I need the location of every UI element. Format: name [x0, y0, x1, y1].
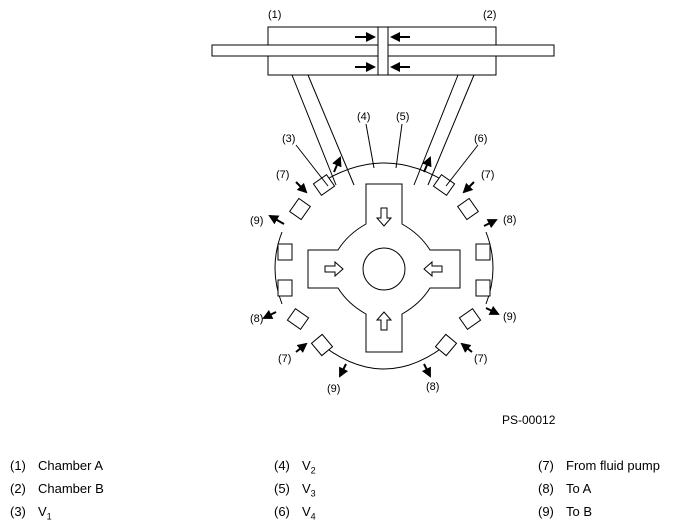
flow-arrows: [262, 156, 500, 378]
legend-item-1: (1)Chamber A: [10, 458, 104, 473]
valve-ports: [277, 173, 491, 357]
rotor-hub: [362, 247, 406, 291]
callout-9-bottom: (9): [327, 383, 340, 395]
rotor-flow-arrows: [324, 207, 443, 331]
callout-2: (2): [483, 9, 496, 21]
callout-6: (6): [474, 133, 487, 145]
callout-5: (5): [396, 111, 409, 123]
callout-9-left: (9): [250, 215, 263, 227]
rotary-valve-diagram: (1) (2) (3) (4) (5) (6) (7) (7) (9) (8) …: [211, 9, 555, 395]
valve-outer-body: [274, 162, 494, 370]
callout-3: (3): [282, 133, 295, 145]
callout-7-top-left: (7): [276, 169, 289, 181]
fluid-line-chamber-a: [291, 74, 355, 186]
callout-labels: (1) (2) (3) (4) (5) (6) (7) (7) (9) (8) …: [250, 9, 516, 395]
fluid-line-chamber-b: [413, 74, 475, 186]
legend-item-6: (6)V4: [274, 504, 316, 522]
figure-code: PS-00012: [502, 413, 556, 427]
legend-item-7: (7)From fluid pump: [538, 458, 660, 473]
callout-7-bottom-right: (7): [474, 353, 487, 365]
legend-item-3: (3)V1: [10, 504, 52, 522]
callout-9-right: (9): [503, 311, 516, 323]
piston-arrows: [355, 32, 410, 72]
callout-8-right: (8): [503, 214, 516, 226]
callout-8-left: (8): [250, 313, 263, 325]
legend-item-2: (2)Chamber B: [10, 481, 104, 496]
legend-item-5: (5)V3: [274, 481, 316, 499]
legend-item-4: (4)V2: [274, 458, 316, 476]
callout-leaders: [295, 123, 479, 187]
power-cylinder: [211, 26, 555, 76]
callout-1: (1): [268, 9, 281, 21]
legend-item-9: (9)To B: [538, 504, 593, 519]
legend-item-8: (8)To A: [538, 481, 592, 496]
legend: (1)Chamber A (2)Chamber B (3)V1 (4)V2 (5…: [0, 456, 673, 528]
callout-8-bottom: (8): [426, 381, 439, 393]
callout-7-bottom-left: (7): [278, 353, 291, 365]
callout-7-top-right: (7): [481, 169, 494, 181]
callout-4: (4): [357, 111, 370, 123]
